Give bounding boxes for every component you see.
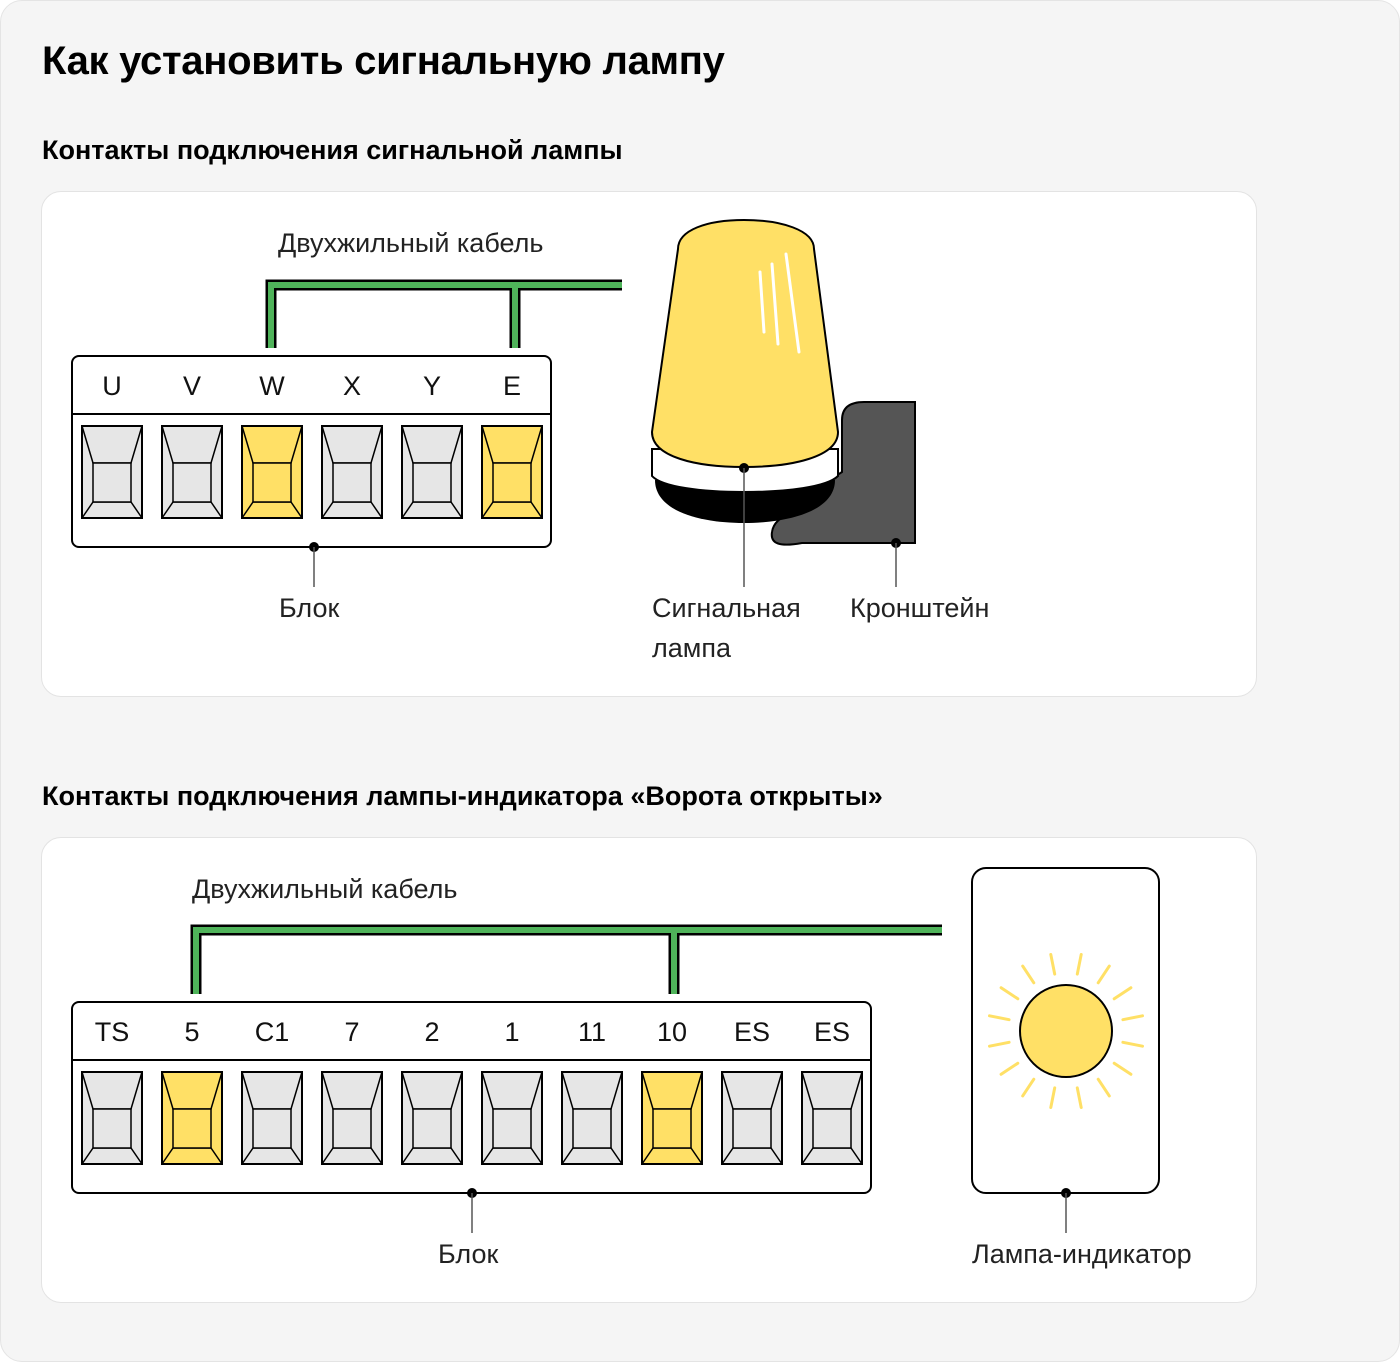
terminal-label: E — [503, 371, 521, 401]
terminal-slot — [81, 425, 143, 519]
terminal-slot — [561, 1071, 623, 1165]
cable-label: Двухжильный кабель — [278, 228, 543, 258]
terminal-slot — [161, 425, 223, 519]
terminal-label: 2 — [424, 1017, 439, 1047]
terminal-label: U — [102, 371, 122, 401]
sun-ray — [1049, 1086, 1057, 1109]
terminal-slot — [241, 1071, 303, 1165]
terminal-label: Y — [423, 371, 441, 401]
terminal-label: 10 — [657, 1017, 687, 1047]
terminal-label: ES — [814, 1017, 850, 1047]
terminal-slot — [321, 425, 383, 519]
sun-ray — [1021, 964, 1036, 985]
terminal-label: ES — [734, 1017, 770, 1047]
sun-ray — [988, 1014, 1011, 1022]
terminal-label: 1 — [504, 1017, 519, 1047]
bracket-label: Кронштейн — [850, 593, 989, 623]
terminal-slot — [321, 1071, 383, 1165]
block-label: Блок — [279, 593, 339, 623]
sun-ray — [1096, 1077, 1111, 1098]
sun-indicator-icon — [971, 867, 1160, 1194]
sun-ray — [1121, 1014, 1144, 1022]
terminal-slot — [401, 425, 463, 519]
sun-ray — [1075, 953, 1083, 976]
lamp-label-line2: лампа — [652, 633, 732, 663]
sun-ray — [1075, 1086, 1083, 1109]
terminal-slot-connected — [481, 425, 543, 519]
page-title: Как установить сигнальную лампу — [42, 39, 725, 83]
terminal-slot-connected — [161, 1071, 223, 1165]
terminal-label: TS — [95, 1017, 130, 1047]
cable-outline — [265, 279, 622, 348]
terminal-block — [71, 355, 552, 548]
cable-wire — [268, 282, 622, 348]
section2-heading: Контакты подключения лампы-индикатора «В… — [42, 781, 883, 811]
sun-ray — [999, 1061, 1020, 1076]
terminal-slot — [721, 1071, 783, 1165]
signal-lamp-icon — [650, 218, 840, 523]
terminal-slot-connected — [641, 1071, 703, 1165]
terminal-label: 7 — [344, 1017, 359, 1047]
terminal-slot — [481, 1071, 543, 1165]
sun-ray — [999, 986, 1020, 1001]
sun-ray — [1096, 964, 1111, 985]
sun-ray — [1049, 953, 1057, 976]
block-label: Блок — [438, 1239, 498, 1269]
lamp-label-line1: Сигнальная — [652, 593, 801, 623]
section1-panel: Двухжильный кабель U V W X Y E Блок — [41, 191, 1257, 697]
sun-ray — [1112, 986, 1133, 1001]
sun-ray — [1121, 1040, 1144, 1048]
terminal-slot-connected — [241, 425, 303, 519]
cable-outline — [190, 924, 942, 994]
indicator-label: Лампа-индикатор — [972, 1239, 1192, 1269]
terminal-slot — [401, 1071, 463, 1165]
terminal-label: V — [183, 371, 201, 401]
cable-wire — [193, 927, 942, 994]
terminal-label: 5 — [184, 1017, 199, 1047]
cable-label: Двухжильный кабель — [192, 874, 457, 904]
terminal-label: X — [343, 371, 361, 401]
terminal-label: W — [259, 371, 285, 401]
terminal-label: C1 — [255, 1017, 290, 1047]
section1-heading: Контакты подключения сигнальной лампы — [42, 135, 623, 165]
terminal-slot — [801, 1071, 863, 1165]
terminal-label: 11 — [578, 1017, 606, 1047]
section1-diagram: Двухжильный кабель U V W X Y E Блок — [71, 218, 989, 663]
sun-ray — [988, 1040, 1011, 1048]
sun-ray — [1112, 1061, 1133, 1076]
terminal-slot — [81, 1071, 143, 1165]
sun-ray — [1021, 1077, 1036, 1098]
